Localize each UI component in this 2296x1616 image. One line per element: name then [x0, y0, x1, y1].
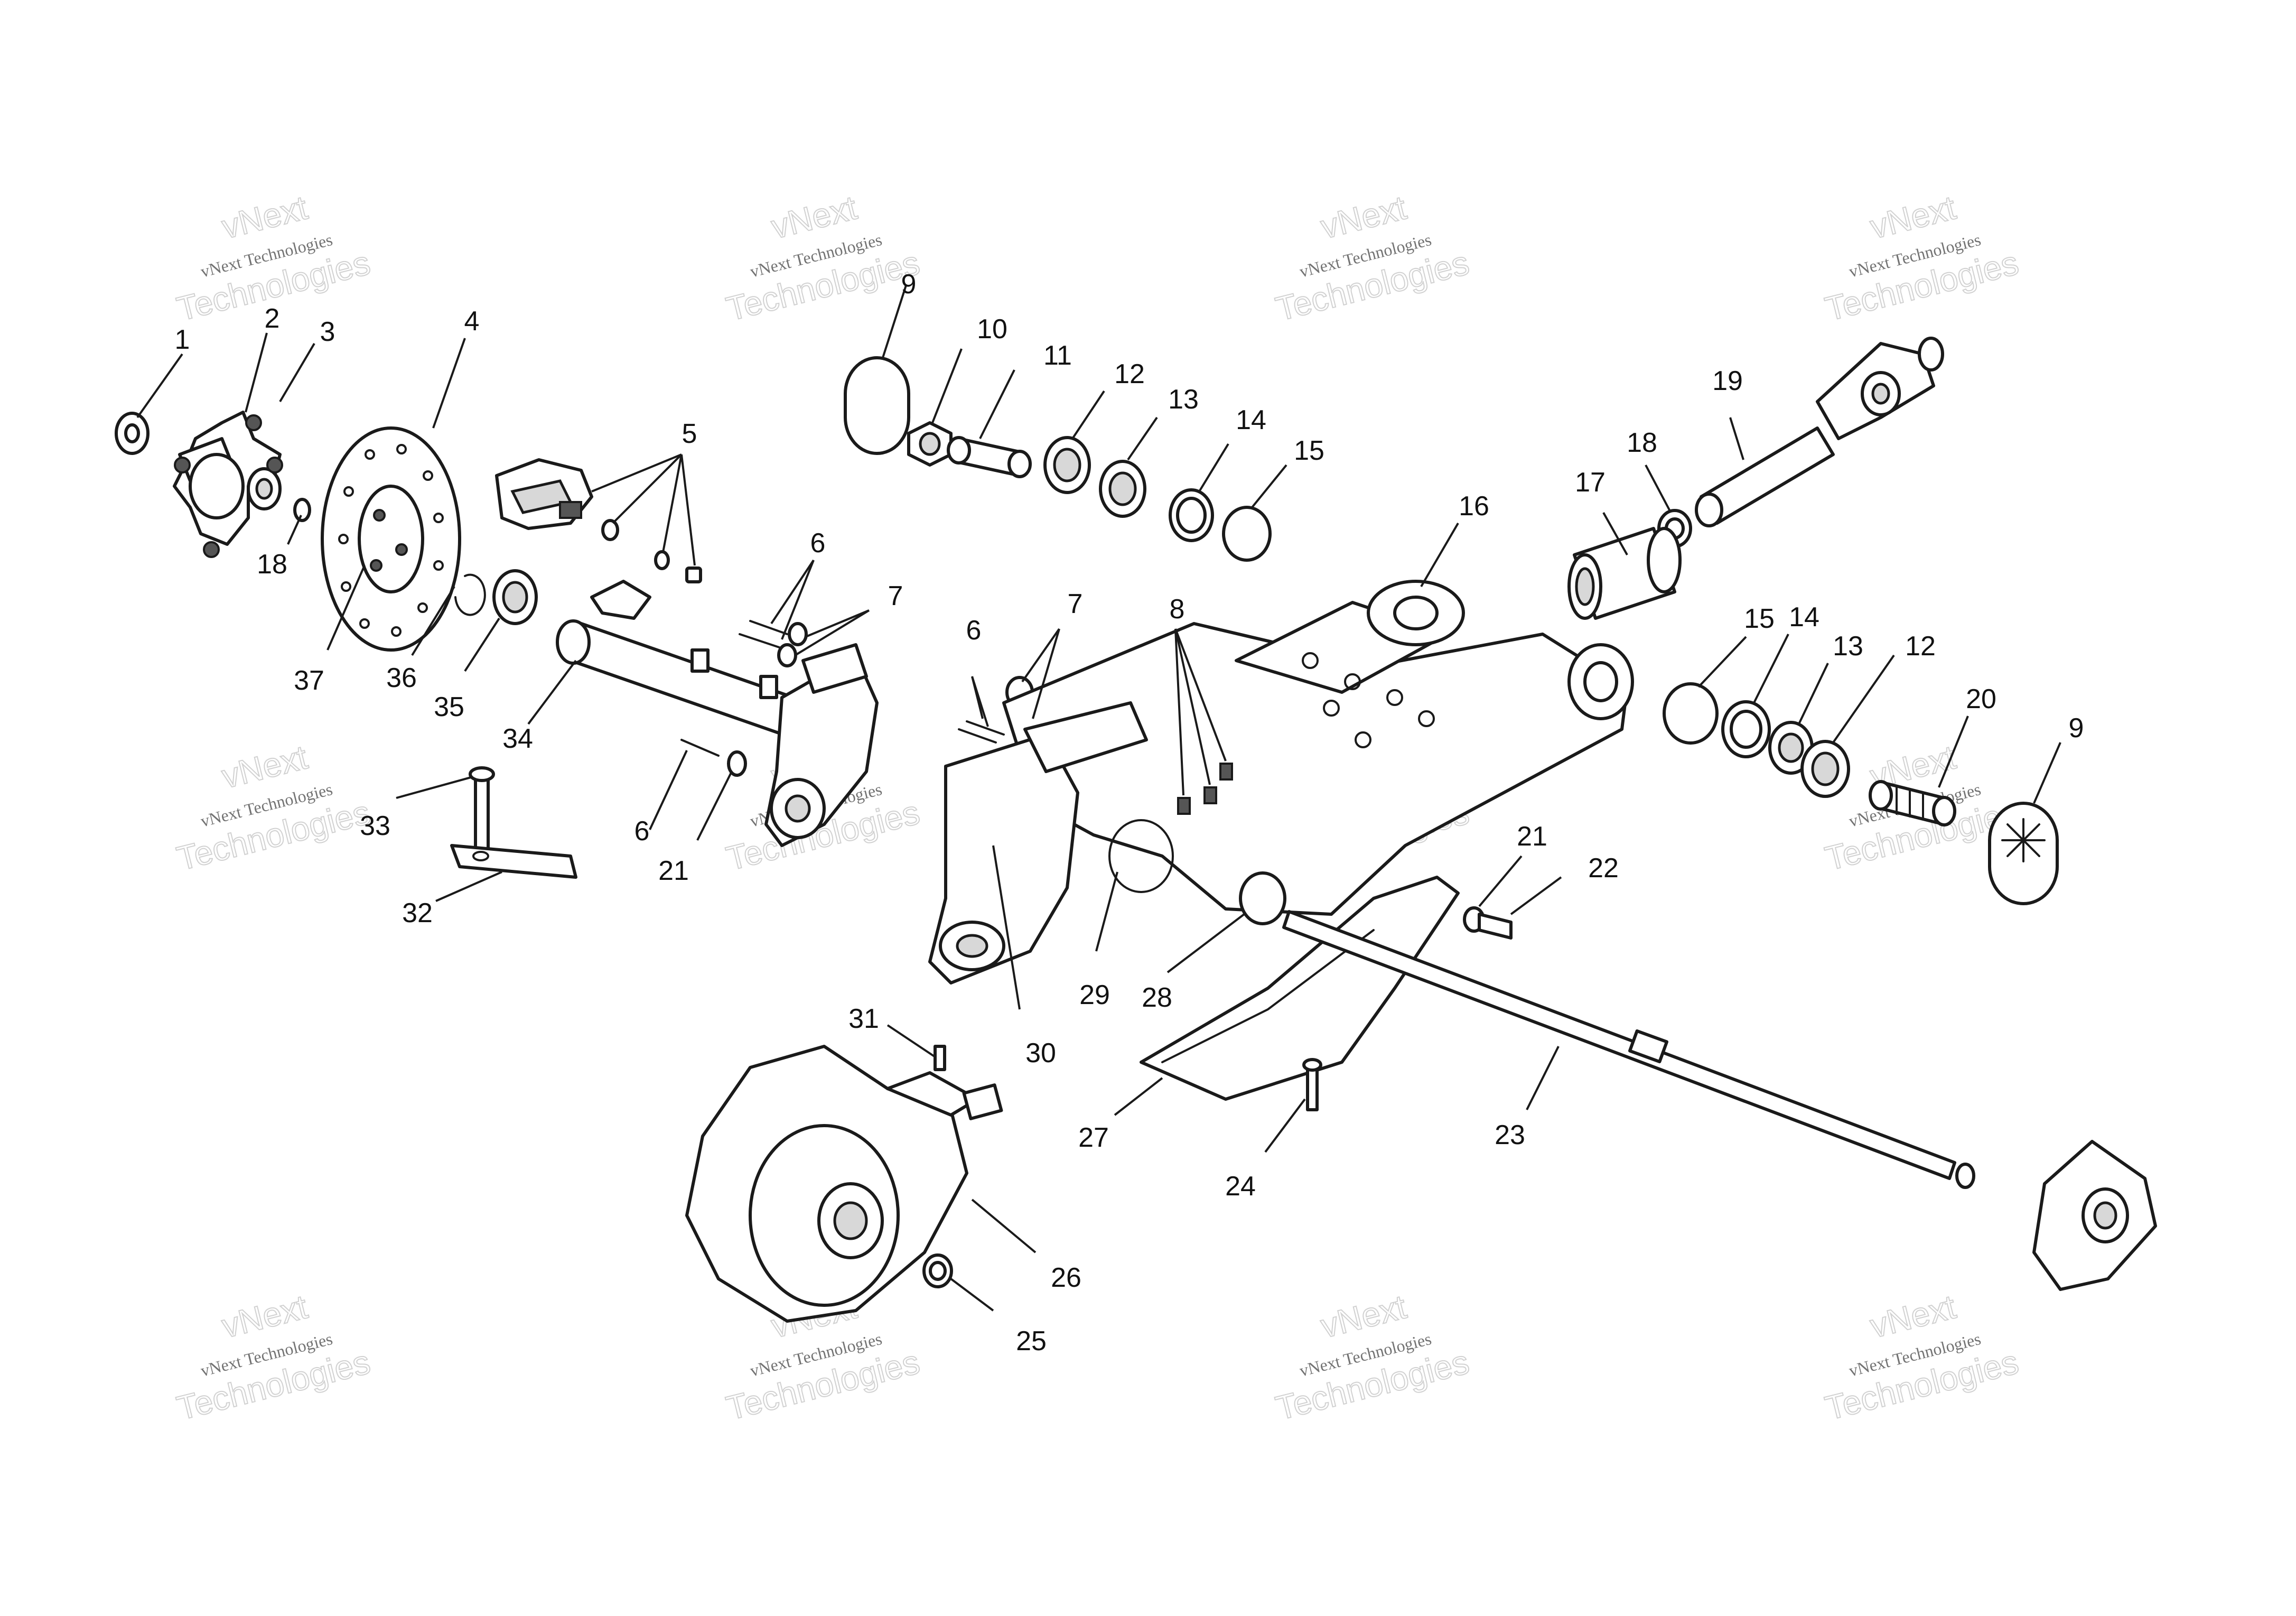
- callout-14-top: 14: [1236, 405, 1266, 435]
- callout-26: 26: [1051, 1262, 1081, 1293]
- part-caliper-hardware: [601, 519, 702, 583]
- part-bearing-35: [492, 569, 538, 625]
- callout-11: 11: [1043, 340, 1072, 371]
- part-studs-8: [1177, 763, 1233, 815]
- disc-holes: [338, 444, 444, 637]
- part-bolts-6: [680, 620, 1005, 757]
- part-spindle-20: [1869, 780, 1956, 826]
- part-bearing-13-right: [1768, 721, 1814, 775]
- callout-24: 24: [1225, 1171, 1256, 1202]
- callout-12-top: 12: [1114, 359, 1145, 389]
- callout-14-right: 14: [1789, 602, 1819, 633]
- part-gearcase-26: [685, 1045, 1003, 1323]
- part-nut-10: [907, 421, 953, 467]
- callout-6-b: 6: [634, 816, 650, 847]
- part-plate-32: [450, 844, 577, 879]
- callout-7-a: 7: [888, 581, 903, 611]
- part-spindle-11: [947, 436, 1032, 478]
- part-wheel-hub: [173, 411, 283, 558]
- callout-30: 30: [1025, 1038, 1056, 1069]
- callout-2: 2: [265, 303, 280, 334]
- part-coupler-17: [1567, 527, 1682, 620]
- part-brake-caliper: [495, 458, 593, 530]
- callout-25: 25: [1016, 1326, 1047, 1357]
- part-cover-9-right: [1988, 802, 2059, 905]
- watermark: vNext vNext Technologies Technologies: [173, 1287, 375, 1428]
- callout-6-a: 6: [810, 528, 826, 559]
- callout-labels: 1 2 3 4 5 18 37 36 35 34 6 7 6 21 33 32 …: [175, 269, 2084, 1357]
- part-race-14-right: [1721, 700, 1771, 758]
- leader-lines: [136, 285, 2061, 1312]
- part-bushing-28: [1239, 871, 1286, 925]
- callout-16: 16: [1459, 491, 1489, 522]
- part-gasket-29: [1108, 819, 1174, 893]
- callout-28: 28: [1142, 982, 1172, 1013]
- callout-15-top: 15: [1294, 435, 1324, 466]
- callout-31: 31: [848, 1004, 879, 1034]
- part-brake-disc: [321, 426, 461, 652]
- callout-5: 5: [682, 419, 697, 449]
- callout-9-top: 9: [901, 269, 917, 300]
- callout-12-right: 12: [1905, 631, 1936, 662]
- watermark: vNext vNext Technologies Technologies: [1821, 188, 2023, 329]
- callout-34: 34: [502, 723, 533, 754]
- part-race-14-top: [1169, 488, 1214, 542]
- watermark: vNext vNext Technologies Technologies: [1272, 188, 1473, 329]
- watermark: vNext vNext Technologies Technologies: [722, 188, 924, 329]
- part-snap-ring: [454, 573, 486, 616]
- watermark: vNext vNext Technologies Technologies: [173, 737, 375, 878]
- callout-23: 23: [1495, 1120, 1525, 1150]
- part-bolt-22: [1463, 906, 1513, 940]
- callout-22: 22: [1588, 853, 1619, 884]
- callout-13-top: 13: [1168, 384, 1199, 415]
- watermark: vNext vNext Technologies Technologies: [1821, 1287, 2023, 1428]
- part-pin-31: [934, 1045, 946, 1071]
- callout-21-b: 21: [1517, 821, 1547, 852]
- part-swingarm: [1002, 580, 1634, 923]
- part-washer-1: [115, 412, 150, 455]
- callout-17: 17: [1575, 467, 1606, 498]
- part-seal-12-right: [1800, 740, 1850, 798]
- part-skid-plate-27: [1140, 876, 1460, 1101]
- part-seal-12-top: [1043, 436, 1091, 494]
- part-knuckle-bracket: [764, 643, 879, 847]
- callout-3: 3: [320, 317, 335, 347]
- part-right-hub: [2032, 1140, 2157, 1291]
- part-bearing-13-top: [1099, 460, 1146, 518]
- callout-6-c: 6: [966, 615, 982, 646]
- part-cover-9-top: [844, 356, 910, 455]
- callout-15-right: 15: [1744, 603, 1775, 634]
- callout-36: 36: [386, 663, 417, 693]
- callout-18-right: 18: [1627, 428, 1657, 458]
- part-axle-housing: [556, 580, 826, 747]
- callout-4: 4: [464, 306, 480, 337]
- callout-13-right: 13: [1833, 631, 1863, 662]
- part-washer-18-left: [293, 498, 311, 522]
- callout-37: 37: [294, 665, 324, 696]
- callout-1: 1: [175, 324, 190, 355]
- part-drive-shaft-23: [1282, 910, 1975, 1189]
- callout-7-b: 7: [1068, 589, 1083, 619]
- callout-18-left: 18: [257, 549, 287, 580]
- callout-27: 27: [1078, 1122, 1109, 1153]
- callout-10: 10: [977, 314, 1007, 345]
- part-gearcase-bracket-30: [928, 701, 1148, 985]
- callout-33: 33: [360, 811, 390, 841]
- watermark: vNext vNext Technologies Technologies: [1272, 1287, 1473, 1428]
- part-oring-25: [922, 1253, 953, 1288]
- callout-8: 8: [1170, 594, 1185, 625]
- part-plug-15-right: [1663, 682, 1719, 745]
- callout-21-a: 21: [658, 856, 689, 886]
- part-u-joint-shaft-19: [1695, 337, 1944, 527]
- part-plug-15-top: [1222, 506, 1272, 562]
- callout-35: 35: [434, 692, 464, 722]
- callout-19: 19: [1712, 366, 1743, 396]
- callout-20: 20: [1966, 684, 1996, 714]
- part-screw-24: [1302, 1058, 1322, 1111]
- callout-29: 29: [1079, 980, 1110, 1010]
- callout-32: 32: [402, 898, 433, 928]
- callout-9-right: 9: [2069, 713, 2084, 744]
